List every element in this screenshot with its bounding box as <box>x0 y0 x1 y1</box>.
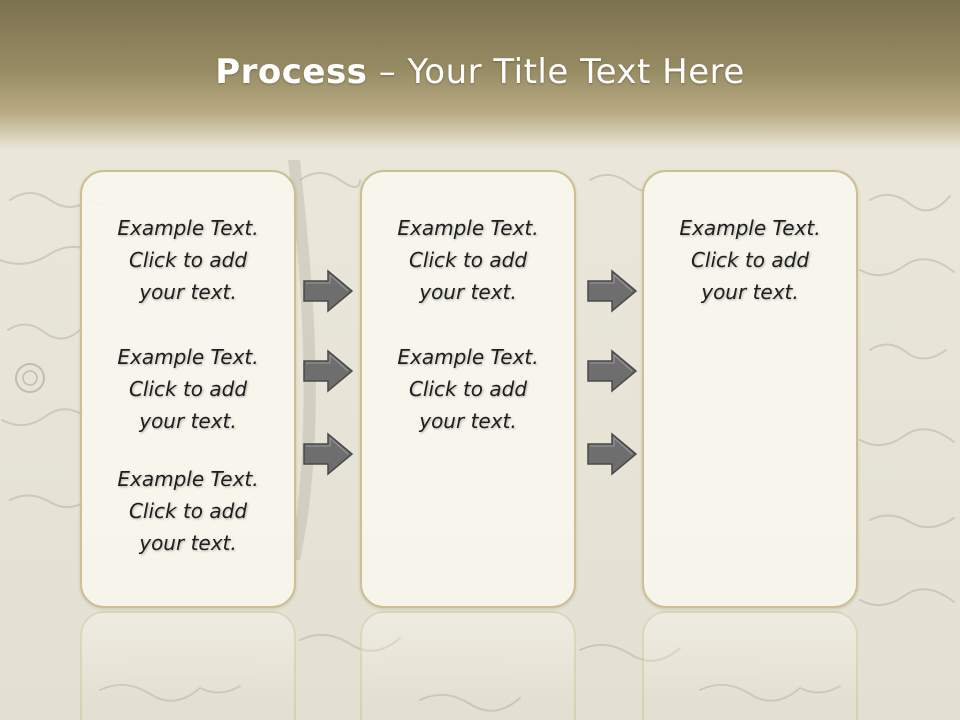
slide-title[interactable]: Process – Your Title Text Here <box>0 52 960 92</box>
step-1-text-1[interactable]: Example Text. Click to add your text. <box>117 216 259 304</box>
step-1-text-2[interactable]: Example Text. Click to add your text. <box>117 345 259 433</box>
step-3-text-1[interactable]: Example Text. Click to add your text. <box>679 216 821 304</box>
title-bar <box>0 0 960 150</box>
process-step-3-box[interactable]: Example Text. Click to add your text. <box>642 170 858 608</box>
title-rest: – Your Title Text Here <box>367 52 745 92</box>
step-1-text-3[interactable]: Example Text. Click to add your text. <box>117 467 259 555</box>
box-reflection <box>80 611 296 720</box>
arrow-right-icon <box>587 432 638 476</box>
step-2-text-1[interactable]: Example Text. Click to add your text. <box>397 216 539 304</box>
process-step-2-box[interactable]: Example Text. Click to add your text. Ex… <box>360 170 576 608</box>
step-2-text-2[interactable]: Example Text. Click to add your text. <box>397 345 539 433</box>
process-step-1-box[interactable]: Example Text. Click to add your text. Ex… <box>80 170 296 608</box>
box-reflection <box>642 611 858 720</box>
arrow-right-icon <box>303 349 354 393</box>
arrow-right-icon <box>303 432 354 476</box>
box-reflection <box>360 611 576 720</box>
arrow-right-icon <box>587 349 638 393</box>
title-bold: Process <box>215 52 368 92</box>
arrow-right-icon <box>303 269 354 313</box>
arrow-right-icon <box>587 269 638 313</box>
